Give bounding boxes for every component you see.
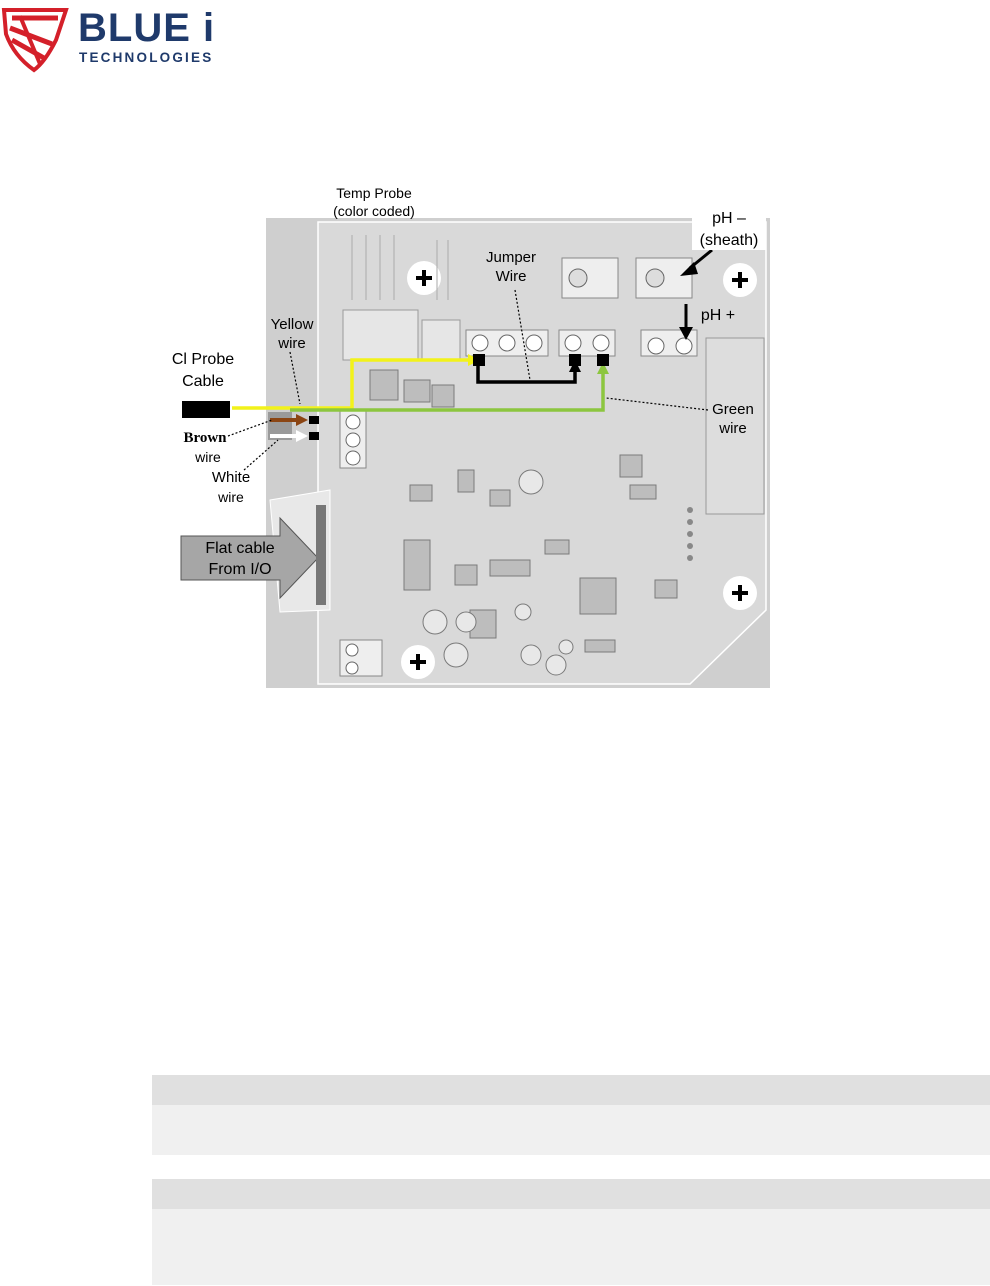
mounting-hole-icon: [407, 261, 441, 295]
terminal-marker: [597, 354, 609, 366]
table-body-band: [152, 1209, 990, 1285]
white-wire-label: White: [212, 469, 250, 486]
cl-probe-cable: [182, 401, 230, 418]
mounting-hole-icon: [723, 576, 757, 610]
mounting-hole-icon: [723, 263, 757, 297]
jumper-wire-sublabel: Wire: [496, 268, 527, 285]
green-wire: [290, 372, 605, 412]
mounting-hole-icon: [401, 645, 435, 679]
temp-probe-sublabel: (color coded): [333, 203, 415, 219]
logo-wordmark: BLUE i: [78, 6, 216, 50]
table-header-band: [152, 1179, 990, 1209]
table-body-band: [152, 1105, 990, 1155]
yellow-wire-label: Yellow: [271, 316, 314, 333]
flat-cable-sublabel: From I/O: [208, 561, 271, 578]
brown-wire-sublabel: wire: [194, 449, 221, 465]
ph-minus-label: pH –: [712, 210, 746, 227]
terminal-marker: [473, 354, 485, 366]
logo-subtitle: TECHNOLOGIES: [79, 50, 214, 65]
cl-probe-sublabel: Cable: [182, 373, 224, 390]
green-wire-sublabel: wire: [718, 420, 747, 437]
green-wire-label: Green: [712, 401, 754, 418]
terminal-marker: [569, 354, 581, 366]
ph-plus-label: pH +: [701, 307, 735, 324]
flat-cable-arrow: [180, 516, 319, 600]
white-wire-sublabel: wire: [217, 489, 244, 505]
table-header-band: [152, 1075, 990, 1105]
temp-probe-label: Temp Probe: [336, 185, 412, 201]
flat-cable-label: Flat cable: [205, 540, 274, 557]
ph-minus-sublabel: (sheath): [700, 232, 759, 249]
shield-stripes-icon: [1, 8, 69, 73]
yellow-wire: [232, 358, 468, 410]
brown-wire-label: Brown: [183, 430, 227, 446]
yellow-wire-sublabel: wire: [277, 335, 306, 352]
jumper-wire: [476, 366, 577, 384]
brand-logo: BLUE i TECHNOLOGIES: [0, 0, 230, 75]
jumper-wire-label: Jumper: [486, 249, 536, 266]
wiring-diagram: Temp Probe (color coded) pH – (sheath) p…: [172, 185, 770, 688]
cl-probe-label: Cl Probe: [172, 351, 234, 368]
